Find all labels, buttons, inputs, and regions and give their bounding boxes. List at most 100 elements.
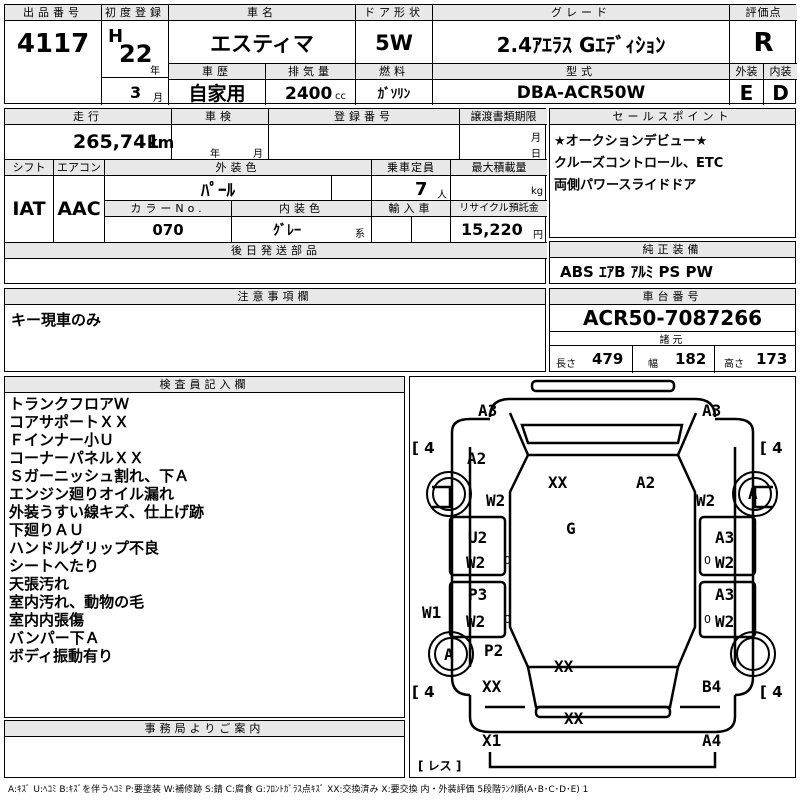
mark-a-rear-left: A	[444, 645, 454, 664]
era: H	[108, 26, 124, 47]
inspection-month-unit: 月	[253, 149, 263, 160]
equipment-value: ABS ｴｱB ｱﾙﾐ PS PW	[560, 263, 714, 281]
history-label: 車歴	[169, 64, 265, 80]
legend-footer: A:ｷｽﾞ U:ﾍｺﾐ B:ｷｽﾞを伴うﾍｺﾐ P:要塗装 W:補修跡 S:錆 …	[8, 785, 589, 795]
color-label: 外装色	[105, 160, 371, 176]
inspection-year-unit: 年	[210, 149, 220, 160]
inspector-note: 外装うすい線キズ、仕上げ跡	[9, 503, 205, 521]
mark-xx-middle: XX	[554, 657, 574, 676]
width-value: 182	[675, 350, 707, 368]
inspector-note: ハンドルグリップ不良	[9, 539, 160, 557]
inspector-note: ボディ振動有り	[9, 647, 113, 665]
capacity-unit: 人	[437, 190, 447, 201]
inspector-note: エンジン廻りオイル漏れ	[9, 485, 175, 503]
grade-label: グレード	[433, 5, 729, 21]
inspector-note: トランクフロアＷ	[9, 395, 130, 413]
header-row-1: 出品番号 4117 初度登録 H 22 年 3 月 車名 エスティマ 車歴 自家…	[4, 4, 797, 105]
mileage-unit: km	[147, 133, 175, 152]
mark-w2-left-rear: W2	[466, 612, 486, 631]
color-value: ﾊﾟｰﾙ	[201, 180, 235, 201]
history-value: 自家用	[188, 83, 246, 105]
wheel-rl	[428, 631, 474, 677]
car-name-label: 車名	[169, 5, 355, 21]
mark-w2-right-door: W2	[715, 553, 735, 572]
exterior-label: 外装	[730, 64, 763, 80]
mark-a3-right-2: A3	[715, 585, 735, 604]
recycle-value: 15,220	[461, 220, 523, 239]
mark-a4: A4	[702, 731, 722, 750]
car-name: エスティマ	[210, 32, 314, 56]
interior-color-label: 内装色	[232, 201, 371, 217]
inspector-note: シートへたり	[9, 557, 100, 575]
length-label: 長さ	[556, 359, 576, 370]
inspector-note: Ｆインナー小Ｕ	[9, 431, 115, 449]
mileage-label: 走行	[5, 109, 171, 125]
sales-point-box: セールスポイント ★オークションデビュー★ クルーズコントロール、ETC 両側パ…	[549, 108, 796, 238]
height-label: 高さ	[724, 359, 744, 370]
interior-label: 内装	[764, 64, 797, 80]
inspector-box: 検査員記入欄 トランクフロアＷ コアサポートＸＸ Ｆインナー小Ｕ コーナーパネル…	[4, 376, 405, 718]
sales-line: 両側パワースライドドア	[554, 178, 697, 193]
mark-zero-2: 0	[704, 554, 711, 567]
car-outline	[432, 379, 773, 769]
interior-score: D	[772, 80, 789, 105]
load-label: 最大積載量	[451, 160, 547, 176]
registration-label: 初度登録	[102, 5, 168, 21]
mark-xx-top: XX	[548, 473, 568, 492]
mark-a2-left: A2	[467, 449, 487, 468]
recycle-unit: 円	[533, 230, 543, 241]
wheel-fr	[732, 471, 778, 517]
inspector-note: 下廻りＡＵ	[9, 521, 85, 539]
mark-a-front-right: A	[748, 484, 758, 503]
recycle-label: リサイクル預託金	[451, 201, 547, 217]
deadline-month-unit: 月	[531, 133, 541, 144]
mark-w2-left-door: W2	[466, 553, 486, 572]
chassis-box: 車台番号 ACR50-7087266 諸元 長さ 479 幅 182 高さ 17…	[549, 288, 796, 373]
later-parts-label: 後日発送部品	[5, 243, 547, 259]
lot-number: 4117	[16, 29, 90, 59]
mark-w2-front-right: W2	[696, 491, 716, 510]
displacement-label: 排気量	[266, 64, 355, 80]
inspector-note: 室内内張傷	[9, 611, 85, 629]
mark-xx-rear: XX	[564, 709, 584, 728]
deadline-day-unit: 日	[531, 149, 541, 160]
registration-year: 22	[119, 40, 153, 68]
door-label: ドア形状	[356, 5, 432, 21]
equipment-label: 純正装備	[550, 242, 795, 258]
shift-label: シフト	[5, 160, 53, 176]
inspection-label: 車検	[172, 109, 268, 125]
inspector-note: バンパー下Ａ	[9, 629, 100, 647]
office-label: 事務局よりご案内	[5, 721, 404, 737]
caution-box: 注意事項欄 キー現車のみ	[4, 288, 546, 372]
mark-g: G	[566, 519, 576, 538]
ac-value: AAC	[57, 198, 101, 220]
exterior-score: E	[739, 80, 754, 105]
load-unit: kg	[531, 186, 544, 197]
mark-b4: B4	[702, 677, 722, 696]
inspector-note: コアサポートＸＸ	[9, 413, 130, 431]
mark-zero-3: 0	[504, 613, 511, 626]
capacity-value: 7	[415, 179, 428, 200]
model-label: 型式	[433, 64, 729, 80]
office-box: 事務局よりご案内	[4, 720, 405, 778]
tire-rl-mark: [ 4	[412, 683, 435, 701]
mark-u2: U2	[468, 528, 488, 547]
lot-label: 出品番号	[5, 5, 101, 21]
colorno-label: カラーNo.	[105, 201, 231, 217]
fuel-value: ｶﾞｿﾘﾝ	[377, 87, 411, 102]
damage-diagram: A3 A3 [ 4 [ 4 [ 4 [ 4 A2 XX A2 W2 A W2 U…	[409, 376, 796, 778]
registration-month: 3	[130, 83, 142, 102]
detail-section: 走行 265,741 km 車検 年 月 登録番号 譲渡書類期限 月 日 シフト…	[4, 108, 547, 284]
tire-fl-mark: [ 4	[412, 439, 435, 457]
model-value: DBA-ACR50W	[516, 82, 646, 103]
ac-label: エアコン	[54, 160, 104, 176]
inspector-note: 室内汚れ、動物の毛	[9, 593, 145, 611]
mark-zero-1: 0	[504, 554, 511, 567]
mark-xx-rear-left: XX	[482, 677, 502, 696]
inspector-note: コーナーパネルＸＸ	[9, 449, 144, 467]
capacity-label: 乗車定員	[372, 160, 450, 176]
import-label: 輸入車	[372, 201, 450, 217]
length-value: 479	[592, 350, 624, 368]
year-unit: 年	[150, 66, 160, 77]
colorno-value: 070	[152, 220, 184, 239]
